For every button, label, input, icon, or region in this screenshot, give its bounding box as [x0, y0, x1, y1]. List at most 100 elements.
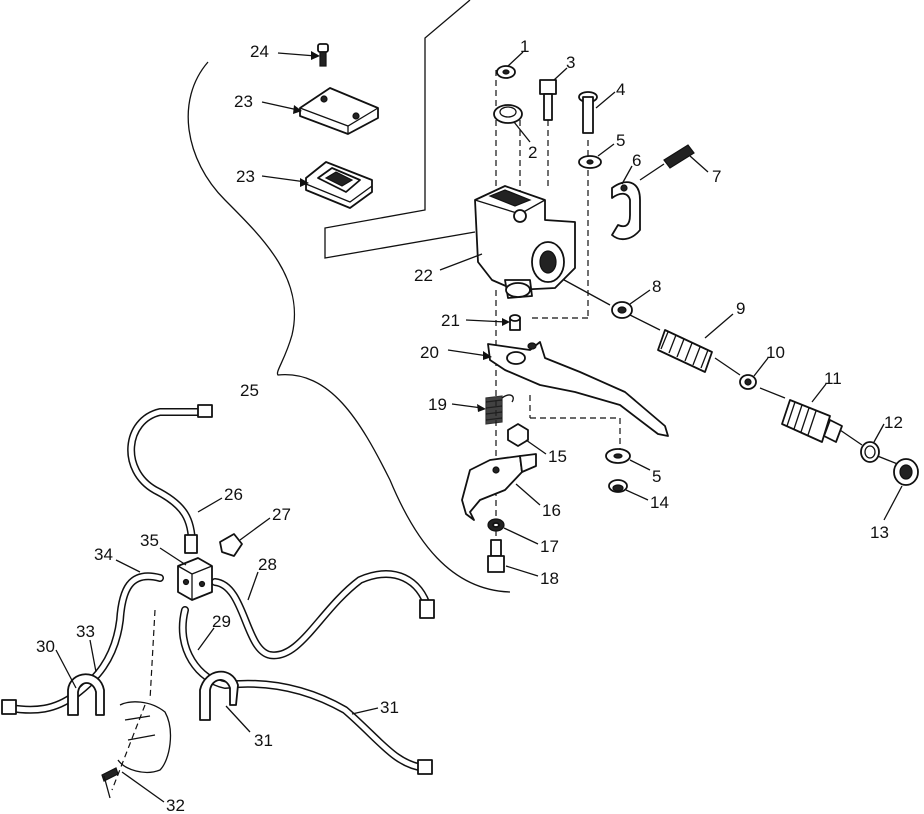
seal-13 [893, 458, 919, 486]
svg-text:3: 3 [566, 53, 575, 72]
callout-23: 23 [236, 167, 309, 187]
svg-text:15: 15 [548, 447, 567, 466]
callout-25: 24 [250, 42, 320, 61]
svg-text:9: 9 [736, 299, 745, 318]
callout-16: 16 [515, 483, 561, 520]
callout-34: 33 [76, 622, 97, 673]
o-ring-12 [860, 441, 880, 463]
callout-28: 27 [239, 505, 291, 541]
bolt-18 [487, 539, 505, 573]
svg-text:24: 24 [250, 42, 269, 61]
master-cylinder-body [474, 185, 576, 299]
svg-text:32: 32 [166, 796, 185, 814]
callout-19: 19 [428, 395, 486, 414]
callout-17: 17 [503, 527, 559, 556]
svg-text:22: 22 [414, 266, 433, 285]
svg-text:14: 14 [650, 493, 669, 512]
svg-text:17: 17 [540, 537, 559, 556]
svg-text:21: 21 [441, 311, 460, 330]
svg-text:20: 20 [420, 343, 439, 362]
cover-screw [317, 43, 329, 67]
clamp-6 [611, 181, 641, 241]
callout-14: 14 [625, 489, 669, 512]
bleeder-28 [219, 533, 243, 557]
washer-10 [739, 374, 757, 390]
callout-18: 18 [505, 565, 559, 588]
svg-text:6: 6 [632, 151, 641, 170]
washer-5-top [578, 155, 602, 169]
callouts: 1 2 3 4 5 5 6 7 [36, 37, 903, 814]
svg-text:4: 4 [616, 80, 625, 99]
callout-29: 28 [247, 555, 277, 601]
callout-5-bottom: 5 [629, 459, 661, 486]
hose-clips-31 [67, 670, 239, 721]
reservoir-cover [299, 87, 379, 135]
handlebar-outline [187, 61, 511, 593]
pivot-pin-4 [578, 91, 598, 134]
svg-text:5: 5 [652, 467, 661, 486]
nut-14 [608, 479, 628, 493]
callout-30: 29 [197, 612, 231, 651]
brake-lever [487, 341, 669, 437]
callout-36: 35 [140, 531, 187, 566]
diaphragm [305, 161, 373, 209]
callout-8: 8 [629, 277, 661, 305]
svg-text:13: 13 [870, 523, 889, 542]
callout-32: 31 [351, 698, 399, 717]
svg-text:18: 18 [540, 569, 559, 588]
callout-27: 26 [197, 485, 243, 513]
svg-text:7: 7 [712, 167, 721, 186]
callout-21: 21 [441, 311, 510, 330]
screw-7 [639, 144, 695, 181]
svg-text:16: 16 [542, 501, 561, 520]
callout-3: 3 [553, 53, 575, 81]
svg-text:26: 26 [224, 485, 243, 504]
svg-text:31: 31 [254, 731, 273, 750]
handlebar-grip-outline [117, 701, 172, 774]
cap-2 [493, 104, 523, 124]
svg-text:5: 5 [616, 131, 625, 150]
callout-33: 32 [121, 771, 185, 814]
brake-hoses [1, 404, 435, 775]
callout-15: 15 [525, 439, 567, 466]
spring-boot-9 [657, 329, 713, 373]
svg-text:11: 11 [824, 369, 842, 388]
callout-2: 2 [513, 121, 537, 162]
callout-6: 6 [621, 151, 641, 185]
callout-11: 11 [811, 369, 842, 403]
callout-12: 12 [873, 413, 903, 443]
svg-text:30: 30 [36, 637, 55, 656]
callout-31-left: 30 [36, 637, 77, 689]
callout-35: 34 [94, 545, 141, 573]
svg-text:19: 19 [428, 395, 447, 414]
svg-text:8: 8 [652, 277, 661, 296]
assembly-lines [111, 0, 901, 791]
spring-19 [485, 394, 514, 425]
callout-26: 25 [240, 381, 259, 400]
bushing-21 [509, 314, 521, 331]
svg-text:35: 35 [140, 531, 159, 550]
bolt-3 [539, 79, 557, 121]
svg-text:12: 12 [884, 413, 903, 432]
callout-9: 9 [704, 299, 745, 339]
callout-31-right: 31 [225, 705, 273, 750]
callout-7: 7 [689, 155, 721, 186]
junction-block [177, 557, 213, 601]
svg-text:31: 31 [380, 698, 399, 717]
screw-33 [101, 767, 119, 799]
washer-5-bottom [605, 448, 631, 464]
svg-text:33: 33 [76, 622, 95, 641]
svg-text:23: 23 [236, 167, 255, 186]
callout-22: 22 [414, 253, 483, 285]
svg-text:28: 28 [258, 555, 277, 574]
svg-text:34: 34 [94, 545, 113, 564]
svg-text:29: 29 [212, 612, 231, 631]
callout-5-top: 5 [597, 131, 625, 157]
callout-13: 13 [870, 485, 903, 542]
washer-17 [487, 518, 505, 532]
svg-text:27: 27 [272, 505, 291, 524]
svg-text:25: 25 [240, 381, 259, 400]
svg-text:1: 1 [520, 37, 529, 56]
